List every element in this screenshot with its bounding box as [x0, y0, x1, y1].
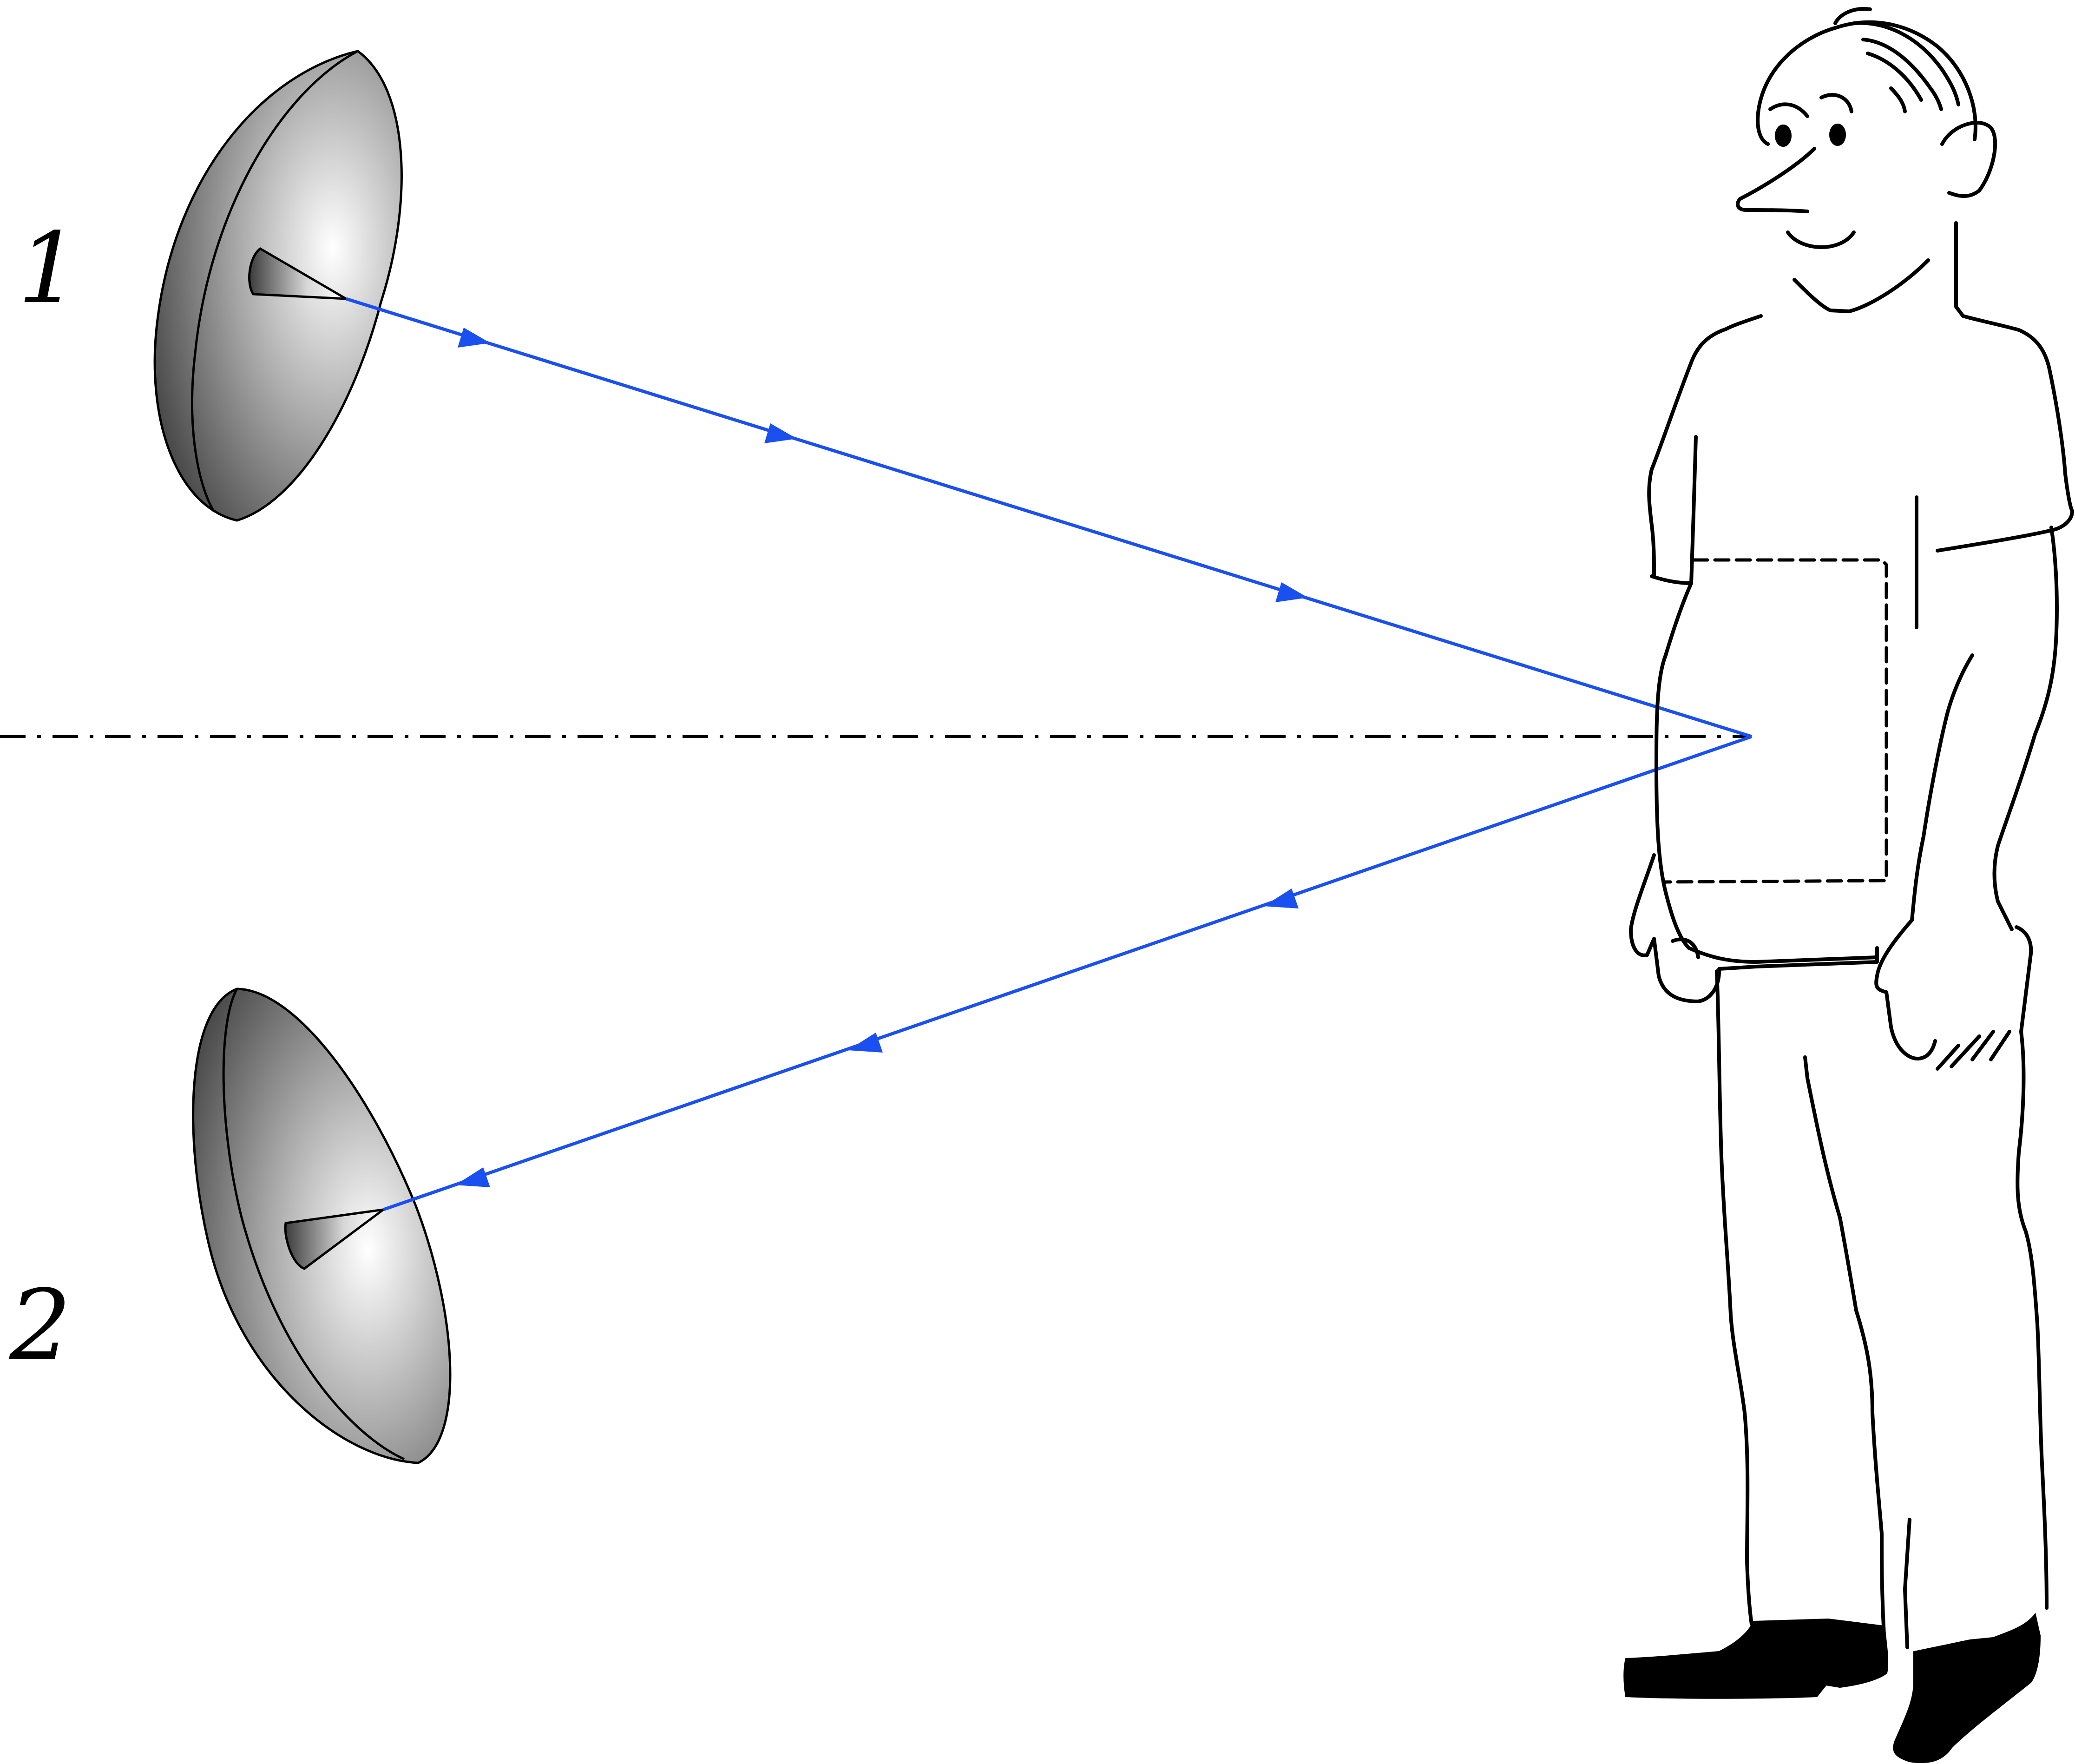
dashed-concealed-region	[1661, 558, 1888, 884]
sleeve-line	[1650, 435, 1698, 585]
hair-line-icon	[1866, 52, 1923, 102]
dish-rim-edge	[191, 50, 359, 512]
beam-arrow-icon	[1275, 582, 1308, 602]
jaw-line	[1793, 258, 1930, 313]
trouser-mid-seam	[1903, 1518, 1911, 1649]
mouth-icon	[1786, 230, 1856, 249]
eyebrow-icon	[1768, 102, 1809, 118]
finger-line	[1989, 1030, 2011, 1061]
hand-icon	[1629, 853, 1721, 1003]
head-outline	[1757, 20, 1977, 141]
beam-paths	[345, 297, 1753, 1211]
trouser-back-leg	[2016, 1030, 2049, 1610]
hair-line-icon	[1889, 86, 1907, 113]
shoes	[1623, 1613, 2041, 1764]
front-shoe-icon	[1623, 1618, 1889, 1699]
hair-line-icon	[1852, 21, 1960, 106]
incident-arrowheads	[458, 328, 1308, 602]
eyebrow-icon	[1819, 93, 1853, 113]
finger-line	[1950, 1034, 1981, 1068]
beam-arrow-icon	[455, 1167, 490, 1187]
reflected-arrowheads	[455, 889, 1299, 1187]
hair-line-icon	[1833, 7, 1872, 25]
ear-icon	[1940, 121, 1997, 198]
nose-icon	[1736, 147, 1816, 213]
torso-back	[1910, 653, 1974, 922]
hand-icon	[1874, 918, 1937, 1061]
finger-line	[1936, 1044, 1960, 1071]
incident-beam	[345, 297, 1753, 738]
waist-line	[1717, 946, 1879, 971]
reflected-beam	[382, 735, 1753, 1211]
beam-arrow-icon	[1264, 889, 1299, 908]
feed-horn-icon	[248, 247, 347, 300]
arm-outline	[2015, 925, 2033, 1033]
receiving-dish-antenna	[192, 987, 452, 1464]
back-shoe-icon	[1893, 1613, 2041, 1764]
beam-arrow-icon	[458, 328, 490, 348]
dish-rim-edge	[222, 988, 405, 1461]
hair-line-icon	[1861, 38, 1943, 111]
trouser-front-leg	[1715, 969, 1753, 1626]
eye-icon	[1829, 124, 1846, 146]
face-profile	[1756, 107, 1770, 146]
eye-icon	[1775, 125, 1792, 147]
feed-horn-icon	[284, 1208, 384, 1270]
beam-arrow-icon	[764, 423, 797, 443]
antenna-1-label: 1	[18, 211, 80, 325]
antenna-2-label: 2	[9, 1269, 72, 1382]
finger-line	[1970, 1030, 1995, 1061]
finger-line	[1671, 937, 1700, 959]
shirt-outline	[1647, 305, 2074, 578]
torso-front	[1655, 581, 1879, 964]
trouser-inner-seam	[1803, 1055, 1886, 1638]
beam-arrow-icon	[848, 1033, 883, 1053]
transmitting-dish-antenna	[153, 50, 403, 522]
standing-person	[1629, 7, 2074, 1649]
arm-outline	[1992, 526, 2059, 931]
